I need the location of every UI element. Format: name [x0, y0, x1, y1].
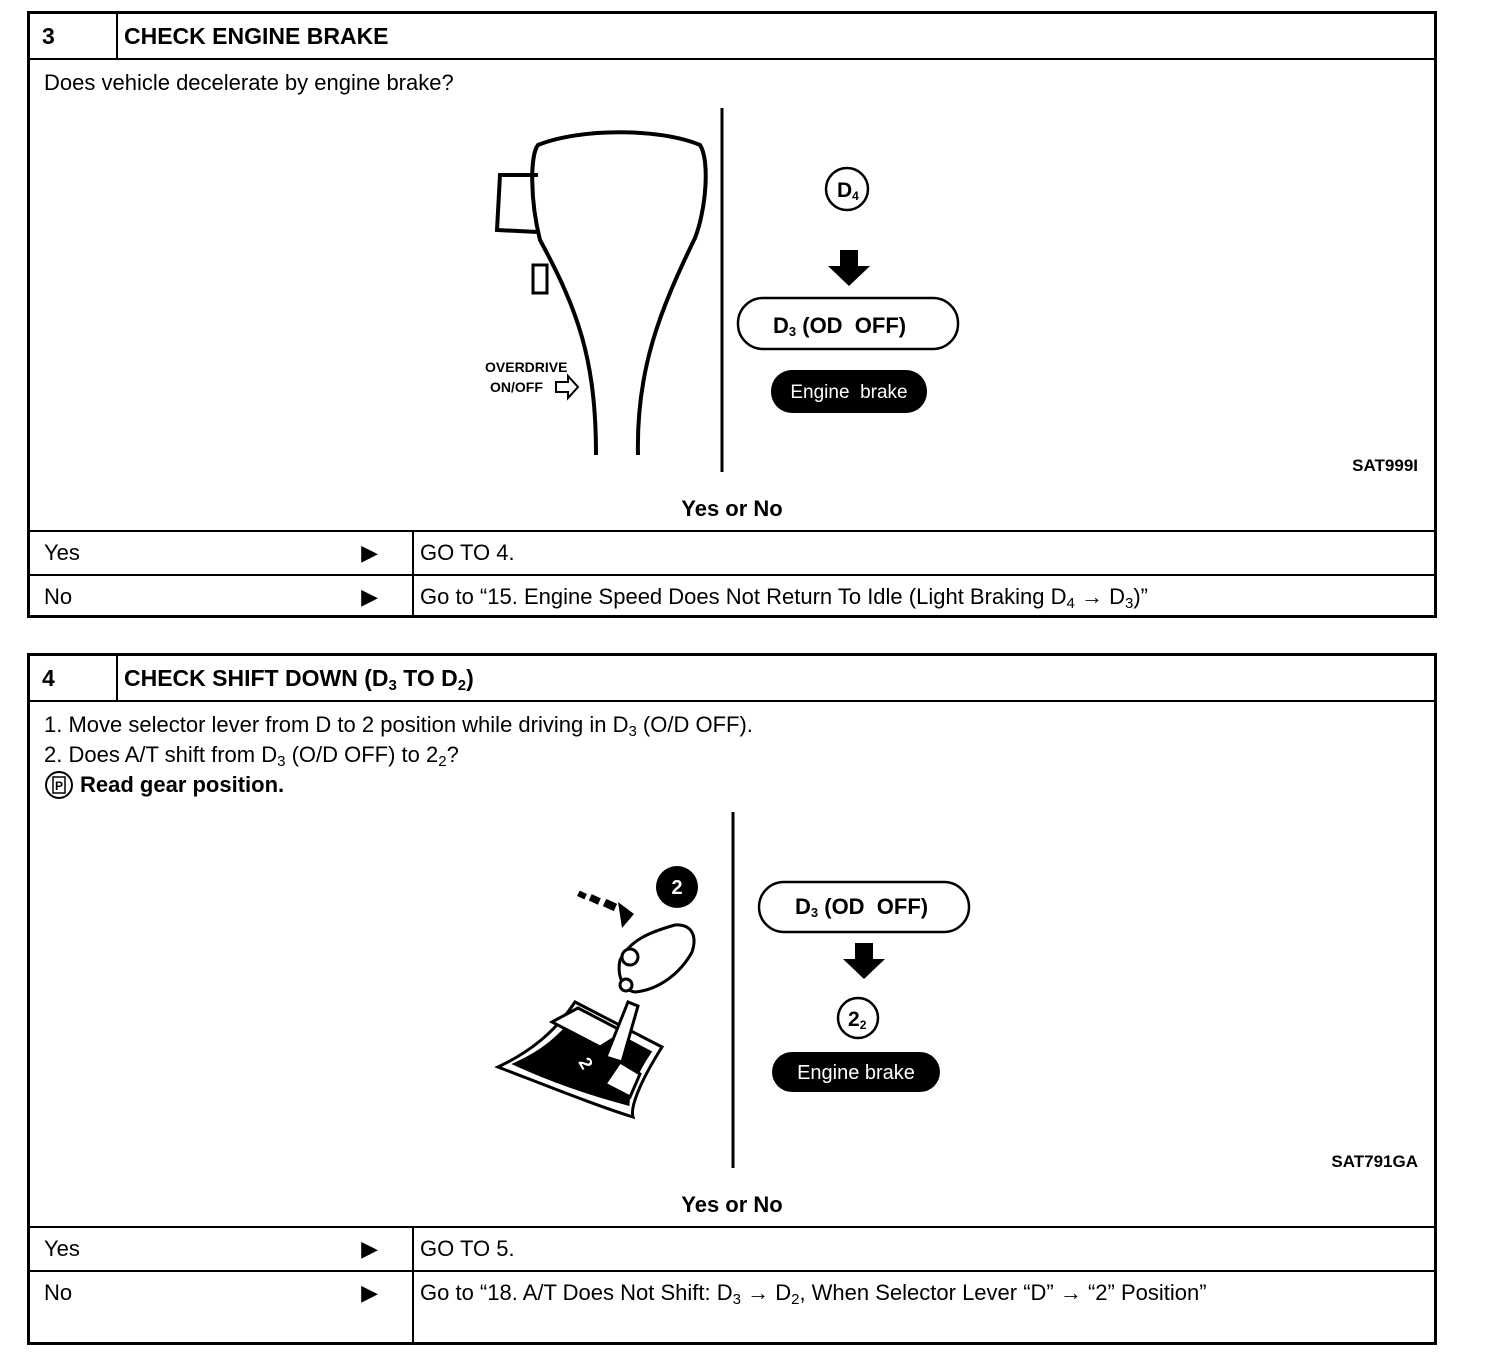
section-3: 3 CHECK ENGINE BRAKE Does vehicle decele… — [27, 11, 1437, 618]
figure-reference: SAT999I — [1352, 456, 1418, 475]
step-number: 4 — [30, 656, 118, 700]
d3-rest: (OD OFF) — [818, 894, 928, 919]
row-label: Yes — [44, 540, 80, 565]
read-gear-line: P Read gear position. — [44, 770, 753, 800]
svg-text:22: 22 — [848, 1008, 867, 1032]
down-arrow-icon — [828, 250, 870, 286]
play-arrow-icon: ▶ — [361, 1280, 378, 1305]
yes-or-no-heading: Yes or No — [681, 496, 783, 521]
instruction-step-2: 2. Does A/T shift from D3 (O/D OFF) to 2… — [44, 742, 459, 770]
d3-pill — [757, 880, 971, 934]
yes-or-no-heading: Yes or No — [681, 1192, 783, 1217]
d3-sub: 3 — [811, 905, 818, 920]
d4-circle — [824, 166, 870, 212]
gear-2-circle — [836, 996, 880, 1040]
d3-rest: (OD OFF) — [796, 313, 906, 338]
motion-arrow-icon — [577, 890, 634, 928]
section-body: Does vehicle decelerate by engine brake?… — [30, 60, 1434, 530]
gear-2-main: 2 — [848, 1008, 860, 1031]
svg-text:D3 (OD OFF): D3 (OD OFF) — [795, 894, 928, 920]
instruction-step-1: 1. Move selector lever from D to 2 posit… — [44, 712, 753, 740]
d4-sub: 4 — [852, 189, 859, 203]
result-row-yes: Yes ▶ GO TO 5. — [30, 1226, 1434, 1270]
svg-text:D3 (OD OFF): D3 (OD OFF) — [773, 313, 906, 339]
result-row-no: No ▶ Go to “15. Engine Speed Does Not Ret… — [30, 574, 1434, 615]
d3-pill — [736, 296, 960, 351]
row-label: No — [44, 584, 73, 609]
row-action: Go to “18. A/T Does Not Shift: D3 → D2, … — [420, 1280, 1207, 1308]
down-arrow-icon — [843, 943, 885, 979]
selector-gate-illustration — [494, 1000, 665, 1120]
d4-main: D — [837, 179, 852, 202]
play-arrow-icon: ▶ — [361, 584, 378, 609]
play-arrow-icon: ▶ — [361, 540, 378, 565]
step-title: CHECK ENGINE BRAKE — [124, 23, 389, 49]
step-title: CHECK SHIFT DOWN (D3 TO D2) — [124, 665, 474, 694]
section-4: 4 CHECK SHIFT DOWN (D3 TO D2) 1. Move se… — [27, 653, 1437, 1345]
section-body: 1. Move selector lever from D to 2 posit… — [30, 702, 1434, 1226]
consult-icon: P — [45, 771, 73, 799]
svg-text:D4: D4 — [837, 179, 859, 203]
section-header: 4 CHECK SHIFT DOWN (D3 TO D2) — [30, 656, 1434, 702]
overdrive-label: OVERDRIVE — [485, 359, 567, 375]
result-row-no: No ▶ Go to “18. A/T Does Not Shift: D3 → … — [30, 1270, 1434, 1342]
shift-down-figure: 2 2 D3 (OD OFF) — [494, 812, 971, 1168]
d3-sub: 3 — [789, 324, 796, 339]
row-label: No — [44, 1280, 73, 1305]
arrow-right-icon — [555, 373, 580, 401]
overdrive-label-2: ON/OFF — [490, 379, 543, 395]
instruction-list: 1. Move selector lever from D to 2 posit… — [44, 710, 753, 800]
svg-text:2: 2 — [671, 877, 682, 899]
engine-brake-badge — [772, 1052, 940, 1092]
figure-reference: SAT791GA — [1331, 1152, 1418, 1171]
engine-brake-badge — [771, 370, 927, 413]
play-arrow-icon: ▶ — [361, 1236, 378, 1261]
row-action: GO TO 4. — [420, 540, 515, 565]
engine-brake-text: Engine brake — [790, 382, 907, 403]
read-gear-text: Read gear position. — [80, 772, 285, 797]
selector-lever-illustration — [604, 923, 696, 1064]
svg-text:P: P — [55, 779, 63, 793]
engine-brake-figure: OVERDRIVE ON/OFF D4 D3 (OD OFF) Engine b… — [485, 108, 960, 472]
shift-knob-illustration — [494, 130, 708, 456]
gear-2-sub: 2 — [860, 1018, 867, 1032]
position-2-badge — [656, 866, 698, 908]
row-action: GO TO 5. — [420, 1236, 515, 1261]
step-number: 3 — [30, 14, 118, 58]
section-header: 3 CHECK ENGINE BRAKE — [30, 14, 1434, 60]
result-row-yes: Yes ▶ GO TO 4. — [30, 530, 1434, 574]
row-label: Yes — [44, 1236, 80, 1261]
d3-main: D — [773, 313, 789, 338]
question-text: Does vehicle decelerate by engine brake? — [44, 70, 454, 95]
row-action: Go to “15. Engine Speed Does Not Return … — [420, 584, 1148, 612]
d3-main: D — [795, 894, 811, 919]
engine-brake-text: Engine brake — [797, 1062, 915, 1084]
